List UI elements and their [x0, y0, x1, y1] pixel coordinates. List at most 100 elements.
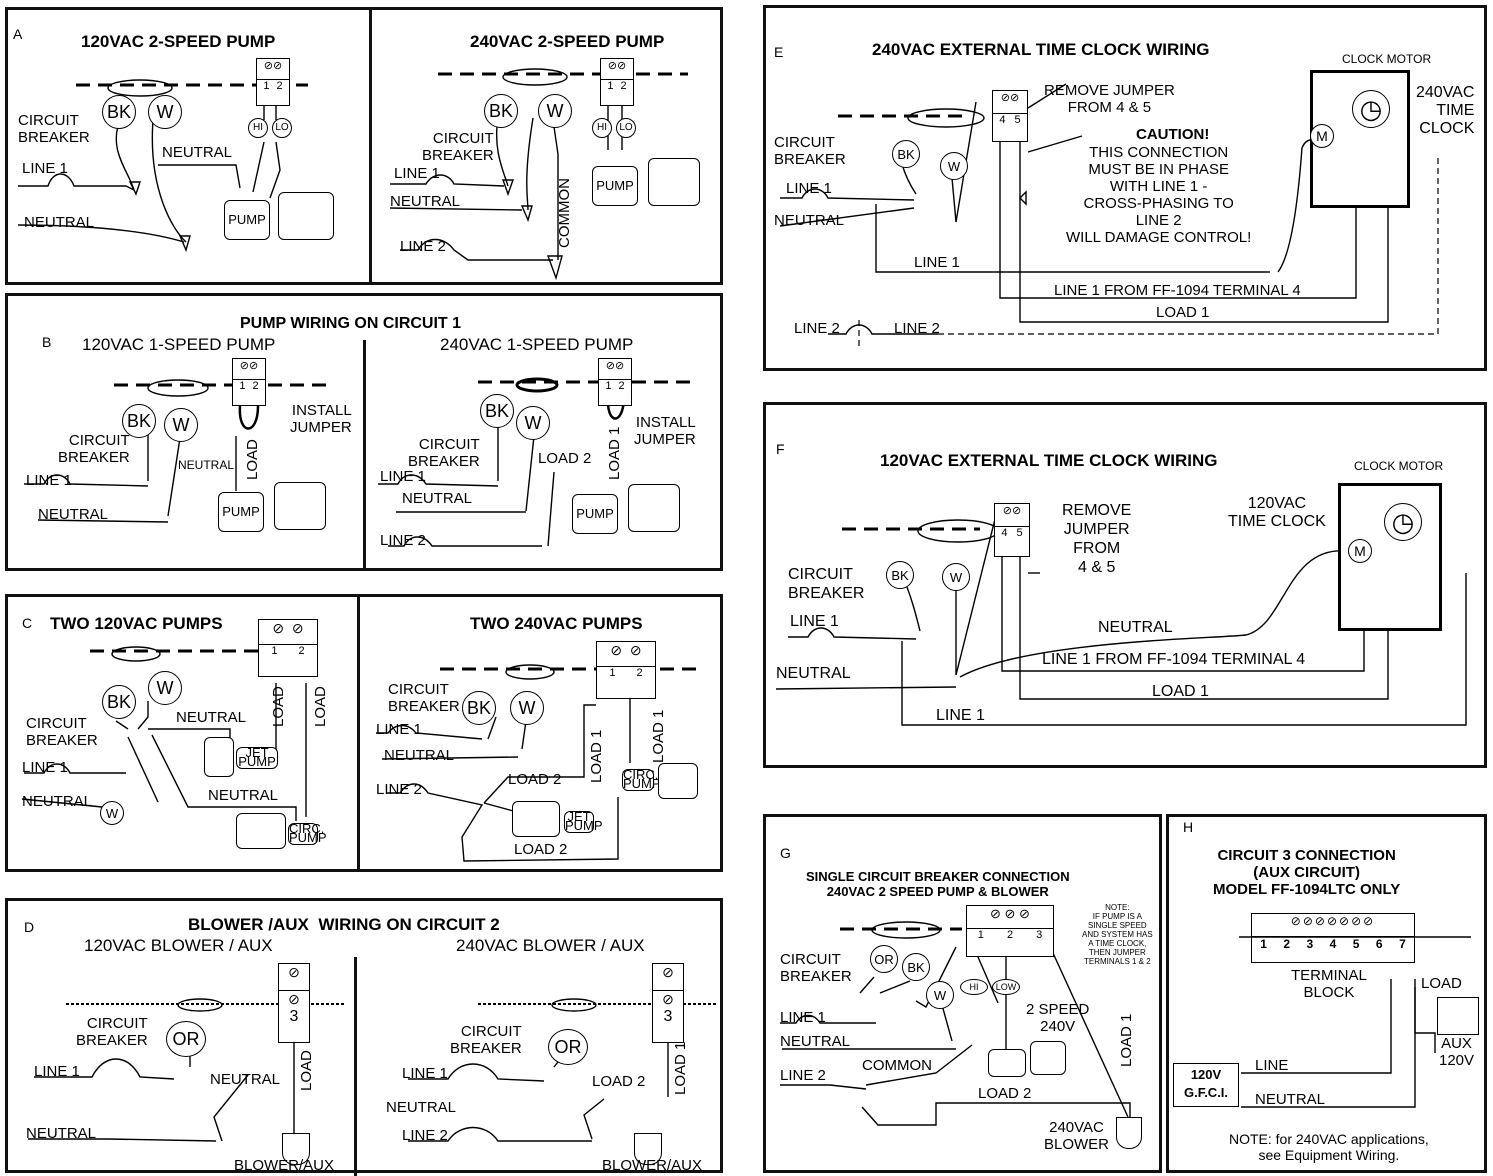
clock-label: 120VAC TIME CLOCK	[1228, 495, 1326, 530]
neutral-a-label: NEUTRAL	[176, 709, 247, 726]
terminal-block: ⊘⊘ 4 5	[994, 503, 1030, 557]
circuit-breaker-label: CIRCUIT BREAKER	[450, 1023, 522, 1057]
clock-label: 240VAC TIME CLOCK	[1416, 84, 1475, 137]
bk-terminal: BK	[122, 404, 156, 438]
panel-a-letter: A	[13, 26, 23, 42]
terminal-block: ⊘⊘⊘⊘⊘⊘⊘ 1 2 3 4 5 6 7	[1251, 913, 1415, 963]
panel-c-letter: C	[22, 615, 33, 631]
panel-h: H CIRCUIT 3 CONNECTION (AUX CIRCUIT) MOD…	[1166, 814, 1487, 1173]
pump-housing	[278, 192, 334, 240]
load2-label: LOAD 2	[538, 450, 592, 467]
bk-terminal: BK	[480, 394, 514, 428]
load2a-label: LOAD 2	[508, 771, 562, 788]
neutral-label: NEUTRAL	[384, 747, 455, 764]
load-b-label: LOAD	[312, 686, 329, 727]
line2-label: LINE 2	[780, 1067, 826, 1084]
terminal-block: ⊘⊘ 1 2	[232, 358, 266, 406]
neutral-label: NEUTRAL	[162, 144, 233, 161]
circuit-breaker-label: CIRCUIT BREAKER	[388, 681, 460, 715]
w-terminal: W	[510, 691, 544, 725]
terminal-3: 3	[289, 1008, 299, 1025]
circuit-breaker-label: CIRCUIT BREAKER	[422, 130, 494, 164]
w-terminal: W	[148, 671, 182, 705]
panel-f-title: 120VAC EXTERNAL TIME CLOCK WIRING	[880, 451, 1218, 470]
panel-g-wiring	[780, 921, 1131, 1126]
device-label: BLOWER/AUX	[602, 1157, 703, 1174]
blower-label: 240VAC BLOWER	[1044, 1119, 1110, 1153]
blower-icon	[634, 1133, 662, 1165]
terminal-1: 1	[239, 380, 246, 392]
w-terminal: W	[942, 563, 970, 591]
line-label: LINE	[1255, 1057, 1289, 1074]
clock-icon: ◷	[1384, 503, 1422, 541]
line1-label: LINE 1	[786, 180, 832, 197]
panel-d-letter: D	[24, 919, 35, 935]
remove-jumper-label: REMOVE JUMPER FROM 4 & 5	[1062, 502, 1132, 576]
terminal-block: ⊘ ⊘ 3	[278, 963, 310, 1043]
load1-label: LOAD 1	[606, 426, 623, 480]
panel-a-right-title: 240VAC 2-SPEED PUMP	[470, 32, 665, 51]
load-label: LOAD	[298, 1050, 315, 1091]
bk-terminal: BK	[892, 140, 920, 168]
terminal-block: ⊘ ⊘ 1 2	[596, 641, 656, 699]
w-terminal-2: W	[100, 801, 124, 825]
load-a-label: LOAD	[270, 686, 287, 727]
lo-terminal: LO	[272, 118, 292, 138]
panel-e-title: 240VAC EXTERNAL TIME CLOCK WIRING	[872, 40, 1210, 59]
pump-housing	[648, 158, 700, 206]
pump: PUMP	[592, 166, 638, 206]
circuit-breaker-label: CIRCUIT BREAKER	[780, 951, 852, 985]
panel-f-letter: F	[776, 441, 785, 457]
bk-terminal: BK	[484, 94, 518, 128]
bk-terminal: BK	[462, 691, 496, 725]
circ-pump-housing	[658, 763, 698, 799]
or-terminal: OR	[166, 1021, 206, 1057]
blower-icon	[1116, 1117, 1142, 1149]
terminal-block: ⊘⊘ 1 2	[256, 58, 290, 106]
panel-c-divider	[357, 597, 360, 869]
neutral-label: NEUTRAL	[776, 665, 851, 682]
terminal-block: ⊘ ⊘ 3	[652, 963, 684, 1043]
line2-a-label: LINE 2	[794, 320, 840, 337]
install-jumper-label: INSTALL JUMPER	[634, 414, 696, 448]
panel-a: A 120VAC 2-SPEED PUMP BK W CIRCUIT BREAK…	[5, 7, 723, 285]
neutral-wire-label: NEUTRAL	[178, 458, 235, 472]
neutral-label: NEUTRAL	[26, 1125, 97, 1142]
panel-g-title: SINGLE CIRCUIT BREAKER CONNECTION 240VAC…	[806, 869, 1070, 899]
line1-wire-label: LINE 1	[914, 254, 960, 271]
line1-label: LINE 1	[780, 1009, 826, 1026]
caution-title: CAUTION!	[1136, 126, 1210, 143]
neutral-label: NEUTRAL	[402, 490, 473, 507]
gfci-box: 120V G.F.C.I.	[1173, 1063, 1239, 1107]
panel-e-letter: E	[774, 44, 784, 60]
terminal-1: 1	[605, 380, 612, 392]
install-jumper-label: INSTALL JUMPER	[290, 402, 352, 436]
terminal-block: ⊘ ⊘ ⊘ 1 2 3	[966, 905, 1054, 957]
caution-body: THIS CONNECTION MUST BE IN PHASE WITH LI…	[1066, 144, 1252, 246]
common-label: COMMON	[862, 1057, 932, 1074]
neutral-label: NEUTRAL	[22, 793, 93, 810]
neutral-wire-label: NEUTRAL	[210, 1071, 281, 1088]
hi-terminal: HI	[960, 979, 988, 995]
neutral-label: NEUTRAL	[1255, 1091, 1326, 1108]
bk-terminal: BK	[886, 561, 914, 589]
line2-label: LINE 2	[402, 1127, 448, 1144]
terminal-4: 4	[1329, 937, 1337, 951]
load1-label: LOAD 1	[1118, 1013, 1135, 1067]
terminal-5: 5	[1016, 527, 1023, 539]
aux-box	[1437, 997, 1479, 1035]
circuit-breaker-label: CIRCUIT BREAKER	[788, 566, 865, 602]
panel-g-note: NOTE: IF PUMP IS A SINGLE SPEED AND SYST…	[1082, 903, 1153, 966]
neutral-label: NEUTRAL	[38, 506, 109, 523]
terminal-2: 2	[1283, 937, 1291, 951]
line1-label: LINE 1	[22, 759, 68, 776]
panel-f: F 120VAC EXTERNAL TIME CLOCK WIRING CLOC…	[763, 402, 1487, 768]
circuit-breaker-label: CIRCUIT BREAKER	[76, 1015, 148, 1049]
remove-jumper-label: REMOVE JUMPER FROM 4 & 5	[1044, 82, 1175, 116]
panel-a-left-title: 120VAC 2-SPEED PUMP	[81, 32, 276, 51]
load1b-label: LOAD 1	[650, 709, 667, 763]
terminal-4: 4	[1001, 527, 1008, 539]
load1-label: LOAD 1	[672, 1041, 689, 1095]
w-terminal: W	[148, 95, 182, 129]
panel-h-note: NOTE: for 240VAC applications, see Equip…	[1229, 1131, 1429, 1163]
